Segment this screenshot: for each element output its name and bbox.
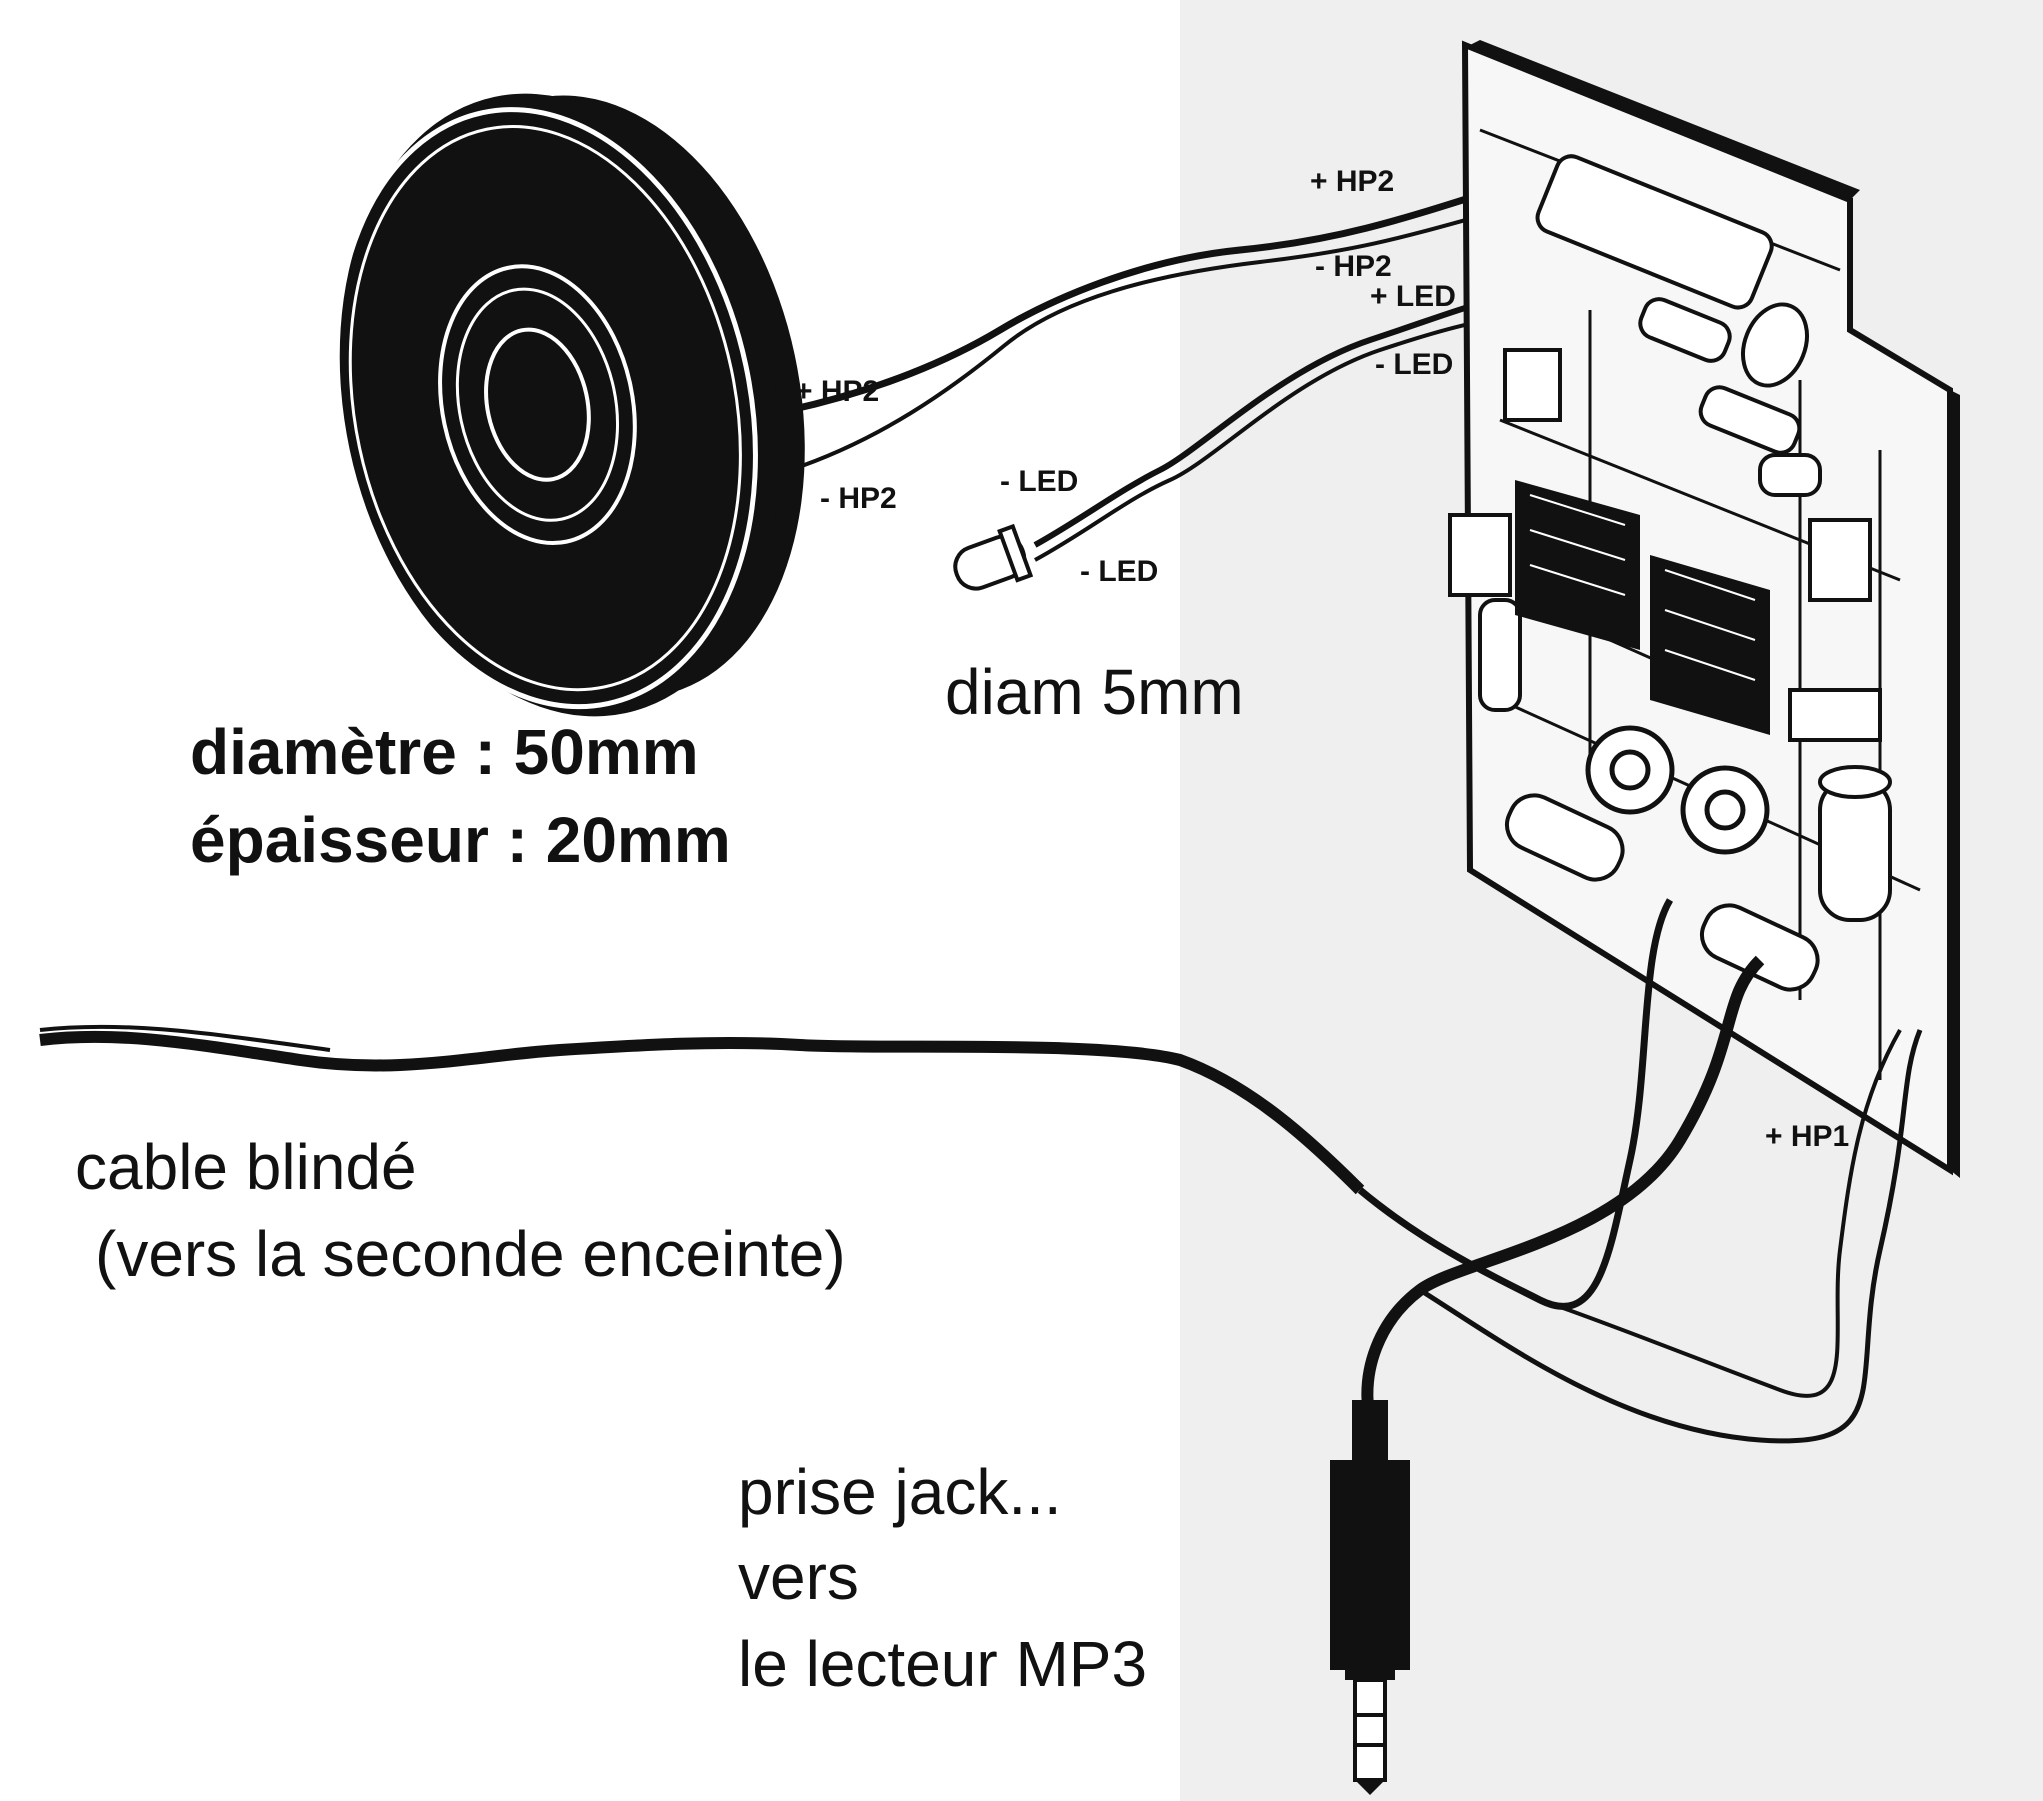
- board-plus-hp1-label: + HP1: [1765, 1120, 1850, 1153]
- speaker: [332, 93, 805, 717]
- speaker-minus-hp2-label: - HP2: [820, 482, 897, 515]
- led-top-wire-label: - LED: [1000, 465, 1079, 498]
- board-plus-led-label: + LED: [1370, 280, 1456, 313]
- board-plus-hp2-label: + HP2: [1310, 165, 1395, 198]
- jack-title-label: prise jack...: [738, 1456, 1062, 1528]
- cable-title-label: cable blindé: [75, 1131, 417, 1203]
- speaker-diameter-label: diamètre : 50mm: [190, 716, 699, 788]
- led-size-label: diam 5mm: [945, 656, 1244, 728]
- speaker-plus-hp2-label: + HP2: [795, 375, 880, 408]
- jack-destination-label: le lecteur MP3: [738, 1628, 1148, 1700]
- speaker-wires: [789, 181, 1521, 472]
- jack-vers-label: vers: [738, 1541, 859, 1613]
- cable-destination-label: (vers la seconde enceinte): [95, 1218, 846, 1290]
- jack-cable: [1361, 955, 1923, 1444]
- speaker-thickness-label: épaisseur : 20mm: [190, 804, 731, 876]
- led-bottom-wire-label: - LED: [1080, 555, 1159, 588]
- jack-plug: [1330, 1400, 1410, 1795]
- circuit-board: [1448, 40, 1960, 1178]
- board-minus-led-label: - LED: [1375, 348, 1454, 381]
- shielded-cable: [39, 898, 1902, 1398]
- board-minus-hp2-label: - HP2: [1315, 250, 1392, 283]
